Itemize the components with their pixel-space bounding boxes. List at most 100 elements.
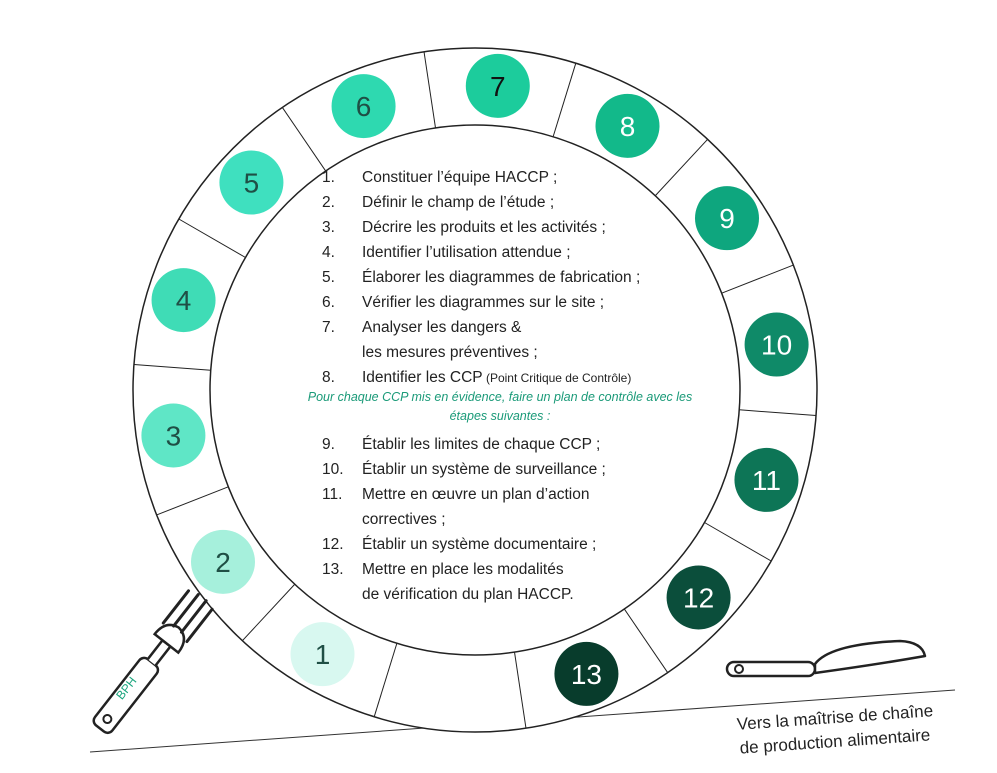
step-badge-6: 6 [331,74,396,139]
step-number: 3. [322,219,335,236]
fork-tines [161,589,214,644]
fork-head [152,623,186,655]
rim-divider [654,138,708,197]
step-badge-1: 1 [290,622,355,687]
step-badge-label: 7 [490,71,506,102]
step-item: 4.Identifier l’utilisation attendue ; [322,240,742,265]
step-badge-label: 9 [719,203,735,234]
step-item: 2. Définir le champ de l’étude ; [322,190,742,215]
rim-divider [133,363,211,371]
steps-part-1: 1. Constituer l’équipe HACCP ; 2. Définir l… [322,165,742,390]
step-text: Identifier les CCP (Point Critique de Co… [362,369,632,386]
step-badge-label: 10 [761,330,792,361]
haccp-steps-list-2: 9. Établir les limites de chaque CCP ; 10.… [322,432,742,607]
knife-blade [813,639,927,675]
step-item: 5. Élaborer les diagrammes de fabrication… [322,265,742,290]
step-text: Mettre en œuvre un plan d’action correct… [362,486,590,528]
rim-divider [281,107,327,172]
rim-dividers [133,51,817,729]
step-text: Établir un système documentaire ; [362,536,597,553]
step-number: 6. [322,294,335,311]
step-text: Identifier l’utilisation attendue ; [362,244,571,261]
step-number: 2. [322,194,335,211]
step-badge-circle [290,622,355,687]
steps-part-2: 9. Établir les limites de chaque CCP ; 10.… [322,432,742,607]
step-item: 1. Constituer l’équipe HACCP ; [322,165,742,190]
rim-divider [156,486,229,516]
step-item: 12. Établir un système documentaire ; [322,532,742,557]
step-badge-label: 3 [166,420,182,451]
ccp-note-line-2: étapes suivantes : [449,409,551,423]
knife-icon [725,639,927,678]
step-item: 13. Mettre en place les modalités de véri… [322,557,742,607]
step-badge-circle [734,447,799,512]
step-badge-circle [554,641,619,706]
step-text: Mettre en place les modalités de vérific… [362,561,574,603]
rim-divider [552,63,577,137]
step-badge-label: 6 [356,91,372,122]
step-badge-circle [666,565,731,630]
step-text: Établir un système de surveillance ; [362,461,606,478]
rim-divider [704,522,772,562]
step-badge-circle [219,150,284,215]
step-item: 10. Établir un système de surveillance ; [322,457,742,482]
rim-divider [739,409,817,417]
step-item: 6. Vérifier les diagrammes sur le site ; [322,290,742,315]
step-text: Analyser les dangers & les mesures préve… [362,319,538,361]
step-text: Définir le champ de l’étude ; [362,194,555,211]
step-item: 7.Analyser les dangers & les mesures pré… [322,315,742,365]
step-badge-13: 13 [554,641,619,706]
rim-divider [178,218,246,258]
step-badge-circle [331,74,396,139]
rim-divider [623,608,669,673]
haccp-steps-list: 1. Constituer l’équipe HACCP ; 2. Définir l… [322,165,742,390]
step-badge-circle [151,268,216,333]
knife-handle-hole [734,664,744,674]
step-badge-11: 11 [734,447,799,512]
step-number: 10. [322,461,344,478]
step-number: 1. [322,169,335,186]
step-number: 5. [322,269,335,286]
step-badge-circle [190,529,255,594]
fork-handle-hole [102,714,113,725]
step-badge-label: 11 [752,465,781,496]
step-number: 8. [322,369,335,386]
step-badge-3: 3 [141,403,206,468]
step-badge-label: 12 [683,582,714,613]
step-badge-4: 4 [151,268,216,333]
step-text: Décrire les produits et les activités ; [362,219,606,236]
step-badge-7: 7 [465,53,530,118]
step-number: 11. [322,486,343,503]
step-number: 12. [322,536,344,553]
step-text: Vérifier les diagrammes sur le site ; [362,294,605,311]
step-badge-label: 2 [215,547,231,578]
rim-divider [721,264,794,294]
rim-divider [373,643,398,717]
rim-divider [423,51,436,129]
step-number: 13. [322,561,344,578]
step-badge-8: 8 [595,93,660,158]
step-text: Élaborer les diagrammes de fabrication ; [362,269,641,286]
step-item: 9. Établir les limites de chaque CCP ; [322,432,742,457]
step-text: Établir les limites de chaque CCP ; [362,436,601,453]
step-badge-label: 1 [315,639,331,670]
step-number: 9. [322,436,335,453]
step-badge-label: 4 [176,285,192,316]
step-badge-5: 5 [219,150,284,215]
ccp-note-line-1: Pour chaque CCP mis en évidence, faire u… [307,390,693,404]
rim-divider [514,651,527,729]
step-badge-12: 12 [666,565,731,630]
step-badge-label: 5 [244,168,260,199]
step-badge-circle [141,403,206,468]
step-text: Constituer l’équipe HACCP ; [362,169,558,186]
step-badge-label: 8 [620,111,636,142]
step-item: 3. Décrire les produits et les activités … [322,215,742,240]
step-badge-circle [695,186,760,251]
step-badge-circle [744,312,809,377]
step-badge-2: 2 [190,529,255,594]
step-item: 11. Mettre en œuvre un plan d’action corr… [322,482,742,532]
step-badge-10: 10 [744,312,809,377]
